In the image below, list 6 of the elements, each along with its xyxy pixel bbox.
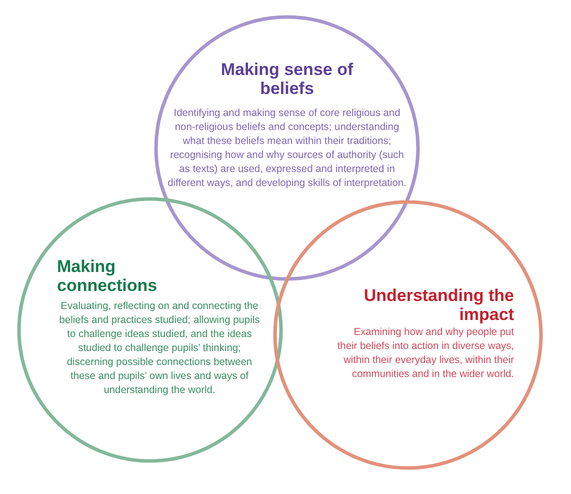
circle-heading: Making connections [57,257,158,295]
circle-heading: Understanding the impact [362,286,514,324]
circle-heading: Making sense of beliefs [220,60,354,98]
circle-description: Identifying and making sense of core religious and non-religious beliefs and concepts; understanding what these beliefs mean within their traditions; recognising how and why sources of authority (such as texts) are used, expressed and interpreted in different ways, and developing skills of interpretation. [166,107,408,191]
circle-description: Evaluating, reflecting on and connecting the beliefs and practices studied; allowing pupils to challenge ideas studied, and the ideas studied to challenge pupils’ thinking; discerning possible connections between these and pupils’ own lives and ways of understanding the world. [58,300,261,398]
circle-description: Examining how and why people put their beliefs into action in diverse ways, within their everyday lives, within their communities and in the wider world. [336,326,514,382]
